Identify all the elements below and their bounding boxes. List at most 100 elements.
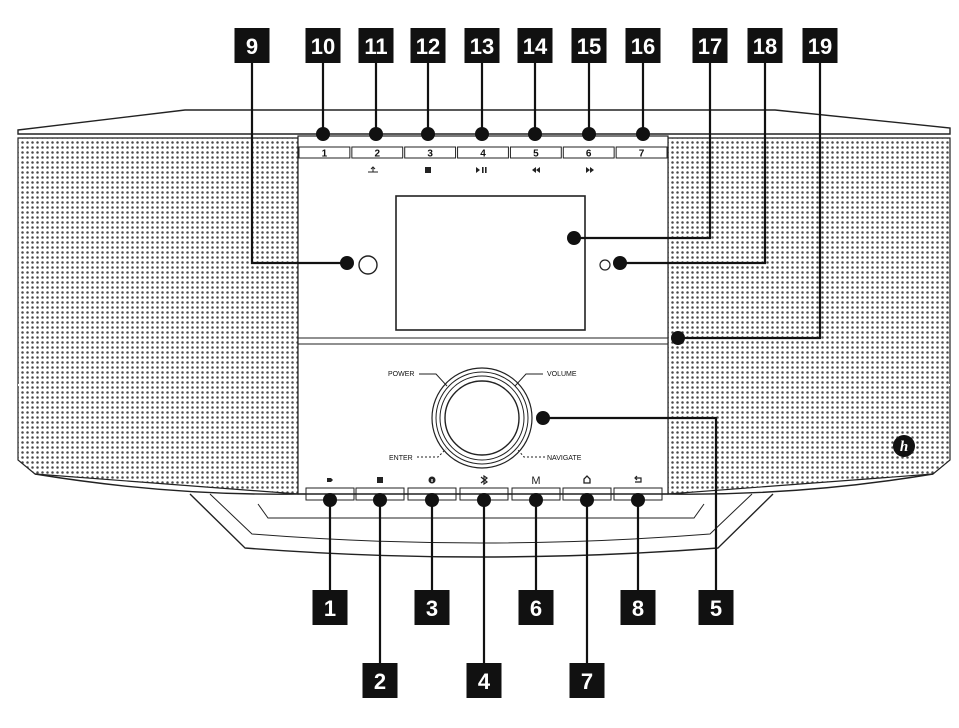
callout-number: 13 [470, 34, 494, 59]
info-icon [428, 476, 436, 484]
callout-dot [631, 493, 645, 507]
callout-dot [373, 493, 387, 507]
callout-box [414, 590, 450, 625]
callout-6: 6 [518, 493, 554, 625]
callout-number: 17 [698, 34, 722, 59]
callout-dot [340, 256, 354, 270]
callout-dot [580, 493, 594, 507]
callout-box [410, 28, 446, 63]
preset-button-2[interactable]: 2 [351, 146, 404, 160]
callout-box [802, 28, 838, 63]
callout-dot [528, 127, 542, 141]
callout-number: 10 [311, 34, 335, 59]
callout-10: 10 [305, 28, 341, 141]
callout-5: 5 [536, 411, 734, 625]
callout-number: 1 [324, 596, 336, 621]
callout-17: 17 [567, 28, 728, 245]
display-screen [395, 195, 586, 331]
leader-line [620, 63, 767, 265]
callout-box [692, 28, 728, 63]
callout-19: 19 [671, 28, 838, 345]
callout-dot [529, 493, 543, 507]
preset-button-label: 2 [375, 149, 381, 160]
preset-button-label: 1 [322, 149, 328, 160]
callout-18: 18 [613, 28, 783, 270]
callout-15: 15 [571, 28, 607, 141]
preset-button-5[interactable]: 5 [509, 146, 562, 160]
callout-box [517, 28, 553, 63]
preset-button-4[interactable]: 4 [457, 146, 509, 160]
callout-dot [421, 127, 435, 141]
knob-label-volume: VOLUME [547, 371, 577, 378]
leader-line [250, 63, 347, 265]
leader-line [574, 63, 712, 240]
preset-button-label: 7 [639, 149, 645, 160]
stand-slot [257, 503, 705, 519]
callout-dot [536, 411, 550, 425]
callout-box [234, 28, 270, 63]
callout-number: 5 [710, 596, 722, 621]
callout-14: 14 [517, 28, 553, 141]
callout-box [569, 663, 605, 698]
callout-4: 4 [466, 493, 502, 698]
callout-box [305, 28, 341, 63]
fast-forward-icon [586, 167, 594, 173]
callout-number: 19 [808, 34, 832, 59]
device-top-lid [17, 109, 951, 135]
knob-label-enter: ENTER [389, 455, 413, 462]
preset-button-label: 3 [427, 149, 433, 160]
callout-number: 7 [581, 669, 593, 694]
callout-7: 7 [569, 493, 605, 698]
preset-button-7[interactable]: 7 [615, 146, 668, 160]
callout-12: 12 [410, 28, 446, 141]
callout-9: 9 [234, 28, 354, 270]
dab-icon [327, 478, 333, 482]
callout-dot [369, 127, 383, 141]
callout-dot [613, 256, 627, 270]
callout-3: 3 [414, 493, 450, 625]
callout-box [358, 28, 394, 63]
callout-dot [425, 493, 439, 507]
callout-number: 4 [478, 669, 491, 694]
preset-button-row: 1 2 3 4 5 6 7 [298, 146, 668, 160]
callout-number: 6 [530, 596, 542, 621]
callout-number: 8 [632, 596, 644, 621]
card-icon [377, 477, 383, 483]
enter-leader [417, 448, 447, 458]
callout-dot [567, 231, 581, 245]
preset-button-label: 5 [533, 149, 539, 160]
volume-knob[interactable] [431, 367, 533, 469]
knob-label-navigate: NAVIGATE [547, 455, 582, 462]
preset-button-3[interactable]: 3 [404, 146, 457, 160]
leader-line [543, 416, 718, 590]
callout-2: 2 [362, 493, 398, 698]
callout-box [518, 590, 554, 625]
callout-box [571, 28, 607, 63]
callout-box [747, 28, 783, 63]
callout-box [625, 28, 661, 63]
callout-dot [582, 127, 596, 141]
callout-number: 3 [426, 596, 438, 621]
power-leader [419, 373, 448, 387]
callout-dot [475, 127, 489, 141]
callout-dot [477, 493, 491, 507]
callout-box [620, 590, 656, 625]
preset-button-1[interactable]: 1 [298, 146, 351, 160]
stop-icon [425, 167, 431, 173]
callout-dot [323, 493, 337, 507]
preset-button-label: 6 [586, 149, 592, 160]
home-icon [583, 475, 591, 484]
headphone-jack[interactable] [358, 255, 378, 275]
callout-number: 12 [416, 34, 440, 59]
bluetooth-icon [480, 474, 489, 486]
preset-button-6[interactable]: 6 [562, 146, 615, 160]
callout-1: 1 [312, 493, 348, 625]
stand-outer [189, 493, 774, 558]
usb-icon [368, 166, 378, 173]
left-speaker-grille [17, 137, 299, 495]
preset-button-label: 4 [480, 149, 486, 160]
callout-dot [671, 331, 685, 345]
callout-number: 18 [753, 34, 777, 59]
